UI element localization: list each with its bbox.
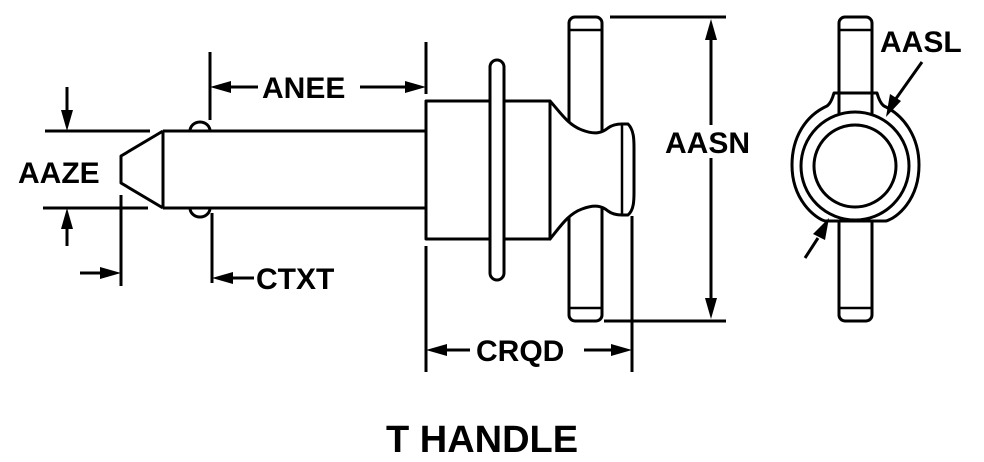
side-view: AAZE CTXT ANEE bbox=[18, 15, 750, 372]
dimension-anee: ANEE bbox=[208, 42, 428, 120]
dimension-aasn: AASN bbox=[604, 15, 750, 323]
detent-ball-bottom bbox=[188, 207, 212, 219]
dimension-aaze: AAZE bbox=[18, 87, 150, 246]
dimension-crqd: CRQD bbox=[424, 216, 634, 372]
collar-ring bbox=[488, 58, 506, 282]
diagram-title: T HANDLE bbox=[386, 419, 578, 461]
label-aasl: AASL bbox=[880, 26, 962, 59]
label-aasn: AASN bbox=[665, 127, 750, 160]
end-inner-circle bbox=[812, 123, 898, 209]
detent-ball-top bbox=[188, 120, 212, 132]
label-aaze: AAZE bbox=[18, 157, 100, 190]
handle-knob bbox=[548, 99, 636, 241]
handle-body bbox=[424, 99, 552, 241]
label-crqd: CRQD bbox=[476, 335, 564, 368]
dimension-aasl: AASL bbox=[803, 26, 962, 259]
label-anee: ANEE bbox=[262, 72, 345, 105]
dimension-ctxt: CTXT bbox=[80, 195, 334, 296]
label-ctxt: CTXT bbox=[256, 263, 334, 296]
pin-shaft bbox=[119, 129, 426, 210]
end-view: AASL bbox=[790, 15, 962, 323]
